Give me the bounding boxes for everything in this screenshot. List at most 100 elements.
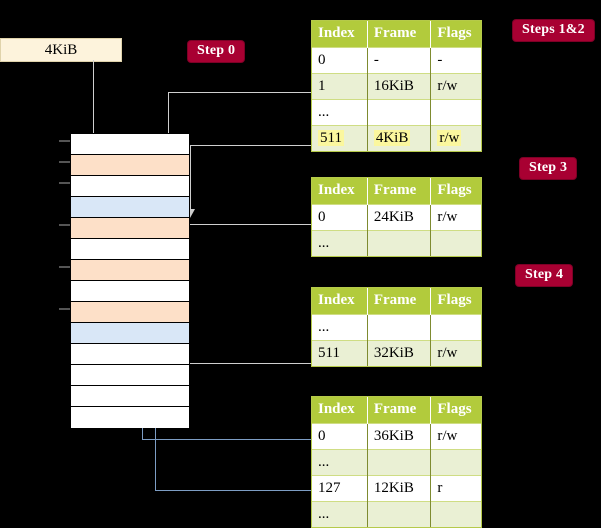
cell-flags-text: r/w (437, 129, 462, 146)
memory-row (71, 218, 189, 239)
table-header-row: Index Frame Flags (312, 21, 481, 48)
cell-frame: 32KiB (367, 340, 432, 366)
column-header-frame: Frame (367, 397, 432, 424)
table-header-row: Index Frame Flags (312, 178, 481, 205)
cell-flags: r/w (430, 125, 481, 151)
cell-flags: - (430, 47, 481, 74)
table-header-row: Index Frame Flags (312, 288, 481, 315)
table-row: ... (312, 99, 481, 126)
table-row: ... (312, 501, 481, 527)
cell-frame: 4KiB (367, 125, 432, 151)
column-header-index: Index (312, 397, 368, 424)
memory-tick (59, 266, 70, 268)
level2-page-table: Index Frame Flags ... 511 32KiB r/w (311, 287, 482, 367)
cell-index: 511 (312, 125, 368, 151)
memory-row (71, 239, 189, 260)
table-row: ... (312, 230, 481, 256)
cell-flags: r/w (430, 423, 481, 450)
table-row: ... (312, 449, 481, 476)
cell-index: 0 (312, 47, 368, 74)
column-header-index: Index (312, 178, 368, 205)
connector-l4-to-mem-horizontal (190, 145, 313, 146)
column-header-index: Index (312, 21, 368, 48)
memory-row (71, 155, 189, 176)
badge-step-0: Step 0 (188, 41, 245, 62)
cell-frame: 12KiB (367, 475, 432, 502)
cell-frame (367, 449, 432, 476)
cell-frame: 16KiB (367, 73, 432, 100)
memory-row (71, 365, 189, 386)
column-header-index: Index (312, 288, 368, 315)
connector-step0-vertical (168, 92, 169, 154)
cell-frame-text: 4KiB (373, 129, 411, 146)
cell-flags: r/w (430, 204, 481, 231)
column-header-frame: Frame (367, 21, 432, 48)
badge-step-3: Step 3 (520, 158, 577, 179)
cell-frame: - (367, 47, 432, 74)
memory-tick (59, 140, 70, 142)
table-row: 511 32KiB r/w (312, 340, 481, 366)
cell-index: ... (312, 449, 368, 476)
memory-tick (59, 308, 70, 310)
memory-tick (59, 182, 70, 184)
connector-vaddr-vertical (93, 60, 94, 153)
memory-row (71, 197, 189, 218)
memory-row (71, 344, 189, 365)
cell-index-text: 511 (318, 129, 344, 146)
cell-index: 127 (312, 475, 368, 502)
level4-page-table: Index Frame Flags 0 - - 1 16KiB r/w ... (311, 20, 482, 152)
cell-flags: r/w (430, 340, 481, 366)
connector-mem-blue-horizontal-b (155, 490, 313, 491)
table-row: 0 36KiB r/w (312, 423, 481, 450)
memory-row (71, 323, 189, 344)
level1-page-table: Index Frame Flags 0 36KiB r/w ... 127 (311, 396, 482, 528)
column-header-flags: Flags (430, 178, 481, 205)
cell-index: ... (312, 501, 368, 527)
cell-index: 511 (312, 340, 368, 366)
cell-frame: 24KiB (367, 204, 432, 231)
badge-steps-1-2: Steps 1&2 (513, 20, 594, 41)
memory-row (71, 260, 189, 281)
table-row: 0 - - (312, 47, 481, 74)
cell-flags (430, 449, 481, 476)
memory-row (71, 302, 189, 323)
table-row: 1 16KiB r/w (312, 73, 481, 100)
connector-l3-to-mem-horizontal (190, 224, 313, 225)
level3-page-table: Index Frame Flags 0 24KiB r/w ... (311, 177, 482, 257)
table-row: 127 12KiB r (312, 475, 481, 502)
connector-step0-horizontal (168, 92, 313, 93)
cell-frame (367, 314, 432, 341)
connector-mem-blue-horizontal-a (142, 439, 313, 440)
memory-tick (59, 161, 70, 163)
cell-flags (430, 99, 481, 126)
cell-frame (367, 99, 432, 126)
cell-frame (367, 501, 432, 527)
connector-l4-to-mem-vertical (190, 145, 191, 213)
column-header-flags: Flags (430, 397, 481, 424)
memory-tick (59, 224, 70, 226)
cell-flags (430, 314, 481, 341)
memory-row (71, 134, 189, 155)
table-header-row: Index Frame Flags (312, 397, 481, 424)
connector-l2-to-mem-horizontal (190, 363, 313, 364)
column-header-frame: Frame (367, 288, 432, 315)
table-row: ... (312, 314, 481, 341)
cell-frame: 36KiB (367, 423, 432, 450)
table-row: 511 4KiB r/w (312, 125, 481, 151)
cell-flags (430, 501, 481, 527)
connector-l4-to-mem-arrowhead (185, 209, 195, 218)
cell-index: ... (312, 99, 368, 126)
badge-step-4: Step 4 (516, 265, 573, 286)
cell-flags: r/w (430, 73, 481, 100)
physical-memory-column (70, 133, 190, 428)
memory-row (71, 386, 189, 407)
cell-flags: r (430, 475, 481, 502)
memory-row (71, 281, 189, 302)
cell-index: 0 (312, 423, 368, 450)
memory-row (71, 407, 189, 428)
cell-index: ... (312, 230, 368, 256)
cell-flags (430, 230, 481, 256)
column-header-flags: Flags (430, 21, 481, 48)
cell-frame (367, 230, 432, 256)
